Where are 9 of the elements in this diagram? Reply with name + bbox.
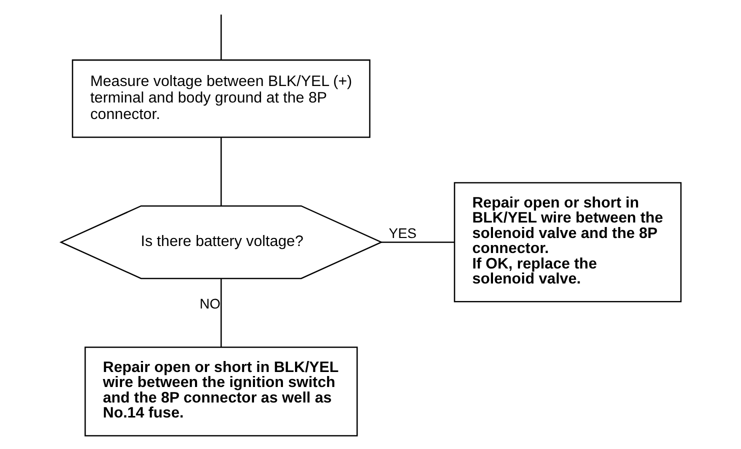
connector [220,278,222,347]
edge-label: YES [388,225,416,242]
connector [220,137,222,206]
connector [380,242,454,243]
edge-label: NO [199,295,220,312]
node-box: Measure voltage between BLK/YEL (+) terminal and body ground at the 8P connector. [71,59,370,138]
node-box: Repair open or short in BLK/YEL wire between the ignition switch and the 8P connector as well as No.14 fuse. [84,346,358,436]
node-box: Repair open or short in BLK/YEL wire between the solenoid valve and the 8P connector. If OK, replace the solenoid valve. [453,182,682,302]
connector [220,14,222,60]
